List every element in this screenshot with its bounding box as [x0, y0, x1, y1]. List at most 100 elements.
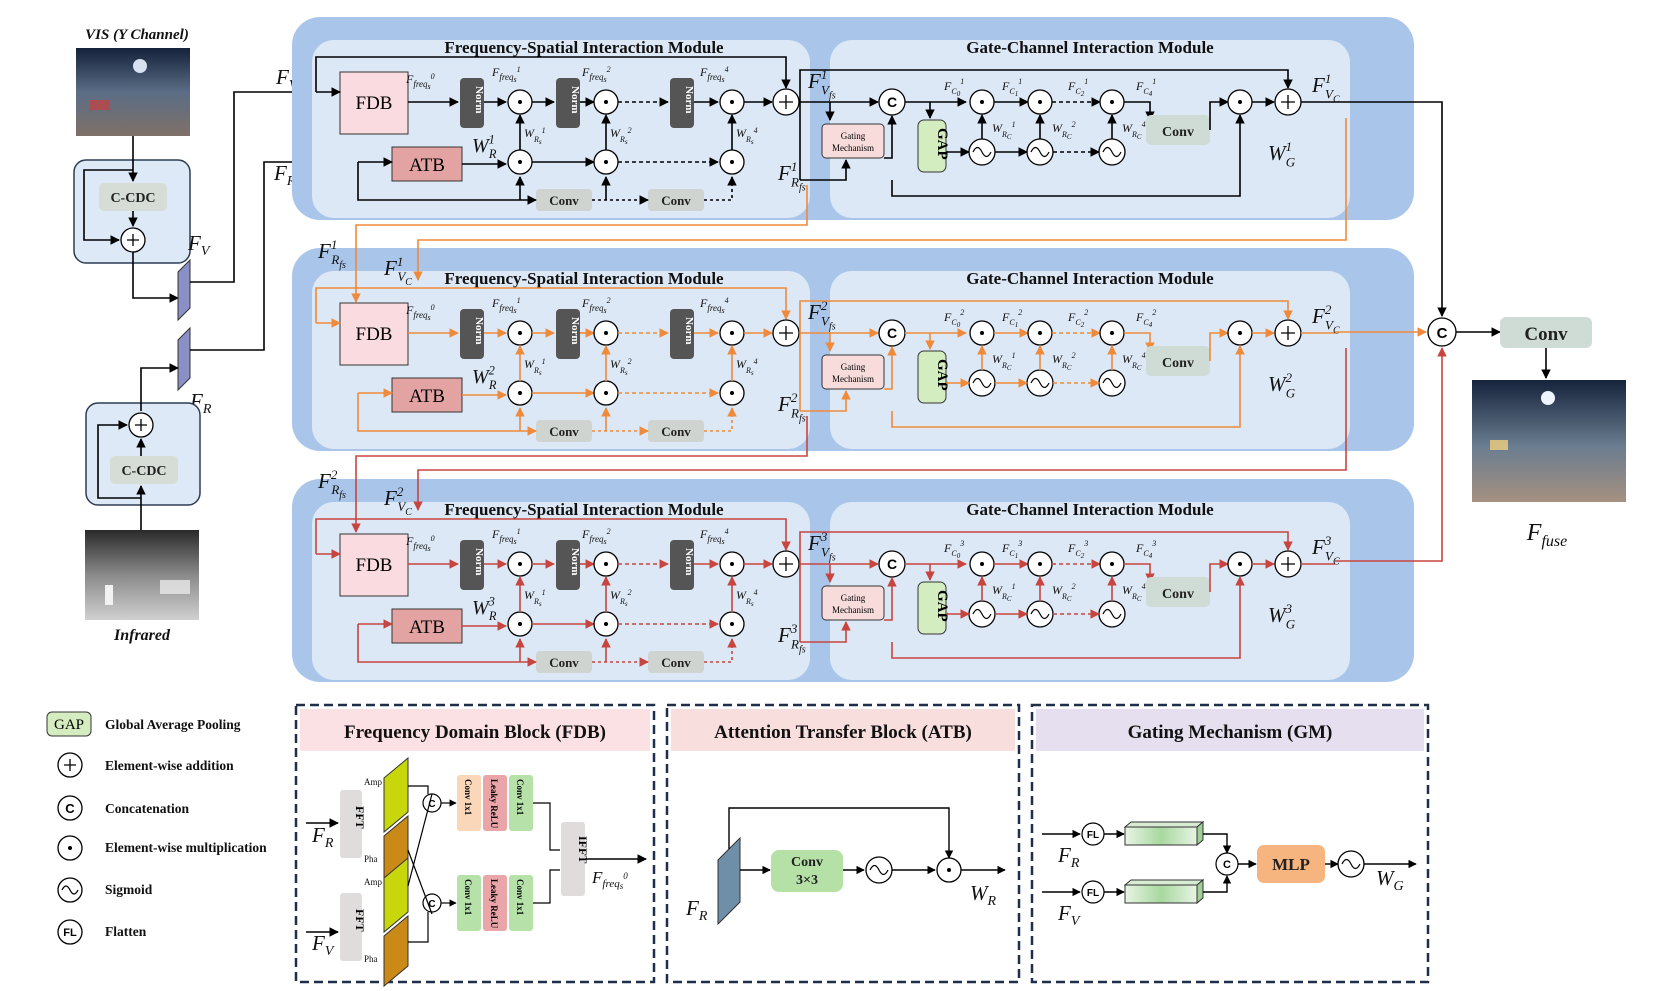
gm-mlp-label: MLP: [1272, 855, 1310, 874]
gcim-panel: [830, 502, 1350, 680]
fdb-pha-label-top: Pha: [364, 854, 378, 864]
gm-mlp-button: [1257, 845, 1325, 883]
norm-block-1: [460, 540, 484, 590]
gcim-title: Gate-Channel Interaction Module: [966, 500, 1214, 519]
ccdc-button-vis: [99, 183, 167, 211]
gcim-conv-block: [1146, 577, 1210, 607]
fdb-panel-title: Frequency Domain Block (FDB): [344, 722, 606, 743]
gating-block: [821, 123, 885, 159]
atb-out-label: WR: [970, 881, 997, 909]
conv-label-1: Conv: [549, 424, 579, 439]
atb-panel-title: Attention Transfer Block (ATB): [714, 722, 972, 743]
fdb-amp-bottom: [383, 856, 409, 934]
conv-label-1: Conv: [549, 655, 579, 670]
legend: GAP Global Average Pooling Element-wise …: [46, 711, 267, 945]
atb-conv-button: [771, 850, 843, 892]
fdb-conv2-bottom: [509, 875, 533, 931]
fdb-pha-label-bottom: Pha: [364, 954, 378, 964]
svg-text:C: C: [887, 94, 897, 110]
conv-block-1: [536, 651, 592, 673]
legend-text-sigmoid: Sigmoid: [105, 882, 153, 897]
atb-conv-label: Conv: [791, 855, 823, 870]
fdb-panel: Frequency Domain Block (FDB) FR FFT FV F…: [294, 703, 656, 988]
svg-text:C: C: [428, 899, 435, 910]
fdb-amp-top: [383, 756, 409, 834]
fdb-lrelu-top-label: Leaky ReLU: [489, 779, 499, 829]
gcim-conv-label: Conv: [1162, 356, 1194, 371]
norm-label: Norm: [683, 548, 695, 576]
svg-text:C: C: [887, 556, 897, 572]
fdb-conv2-top-label: Conv 1x1: [515, 779, 525, 816]
norm-block-1: [460, 78, 484, 128]
gm-panel-header: [1036, 709, 1424, 751]
fdb-ifft-label: IFFT: [576, 836, 590, 863]
gm-fr-label: FR: [1057, 843, 1080, 871]
gap-block: [917, 581, 947, 635]
norm-block-3: [670, 78, 694, 128]
fdb-lrelu-bottom: [483, 875, 507, 931]
fdb-fft-bottom-label: FFT: [353, 909, 367, 932]
legend-text-concat: Concatenation: [105, 801, 189, 816]
gcim-conv-label: Conv: [1162, 587, 1194, 602]
vis-label: VIS (Y Channel): [85, 27, 189, 43]
gap-label: GAP: [934, 590, 950, 622]
fdb-block: [339, 71, 409, 135]
feature-map-fr: [177, 326, 191, 392]
gating-label-1: Gating: [841, 362, 866, 372]
fdb-block-label: FDB: [356, 93, 393, 114]
fdb-panel-header: [300, 709, 650, 751]
atb-block-label: ATB: [409, 155, 445, 176]
gcim-conv-label: Conv: [1162, 125, 1194, 140]
norm-block-3: [670, 309, 694, 359]
conv-block-1: [536, 420, 592, 442]
norm-label: Norm: [473, 86, 485, 114]
fdb-conv2-top: [509, 775, 533, 831]
gating-block: [821, 585, 885, 621]
gap-block: [917, 119, 947, 173]
legend-symbol-flatten: FL: [63, 927, 77, 939]
gm-flatten-top-label: FL: [1087, 830, 1099, 841]
gating-label-2: Mechanism: [832, 605, 874, 615]
fdb-conv1-bottom-label: Conv 1x1: [463, 879, 473, 916]
gm-feature-top: [1124, 826, 1198, 846]
fdb-fr-label: FR: [311, 823, 334, 851]
legend-concat-icon: [57, 795, 83, 821]
legend-text-multiply: Element-wise multiplication: [105, 840, 267, 855]
norm-label: Norm: [683, 86, 695, 114]
output-conv-button: [1500, 317, 1592, 348]
conv-block-2: [648, 651, 704, 673]
atb-block-label: ATB: [409, 617, 445, 638]
atb-panel-border: [665, 703, 1021, 984]
conv-block-2: [648, 420, 704, 442]
atb-fr-label: FR: [685, 896, 708, 924]
atb-block-label: ATB: [409, 386, 445, 407]
gcim-conv-block: [1146, 346, 1210, 376]
fsim-title: Frequency-Spatial Interaction Module: [444, 269, 724, 288]
ccdc-label-ir: C-CDC: [121, 464, 166, 479]
gm-panel-title: Gating Mechanism (GM): [1128, 722, 1333, 743]
gating-label-2: Mechanism: [832, 374, 874, 384]
ccdc-label-vis: C-CDC: [110, 191, 155, 206]
gating-label-1: Gating: [841, 593, 866, 603]
norm-label: Norm: [569, 86, 581, 114]
legend-text-add: Element-wise addition: [105, 758, 234, 773]
vis-image-light: [133, 59, 147, 73]
ccdc-button-ir: [110, 456, 178, 484]
fsim-title: Frequency-Spatial Interaction Module: [444, 500, 724, 519]
gcim-conv-block: [1146, 115, 1210, 145]
fdb-conv1-top: [457, 775, 481, 831]
norm-block-2: [556, 78, 580, 128]
fdb-lrelu-top: [483, 775, 507, 831]
fdb-block-label: FDB: [356, 555, 393, 576]
legend-flatten-icon: [57, 919, 83, 945]
